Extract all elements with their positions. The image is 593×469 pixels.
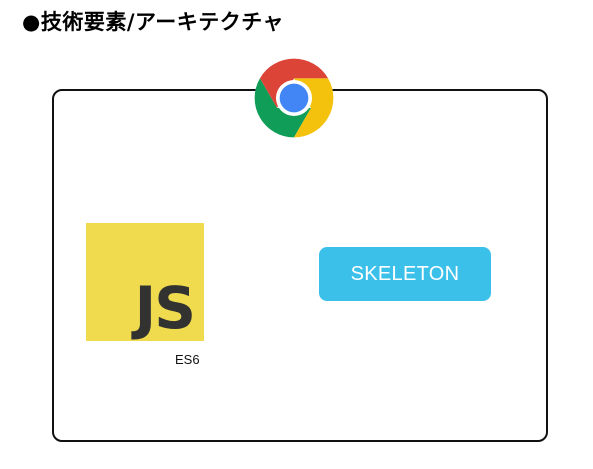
skeleton-badge: SKELETON [319,247,491,301]
js-logo-text: JS [134,274,196,342]
javascript-icon: JS [86,223,204,341]
chrome-icon [254,58,334,138]
page-title: ●技術要素/アーキテクチャ [22,9,285,34]
skeleton-label: SKELETON [350,262,460,285]
es6-label: ES6 [175,352,200,367]
